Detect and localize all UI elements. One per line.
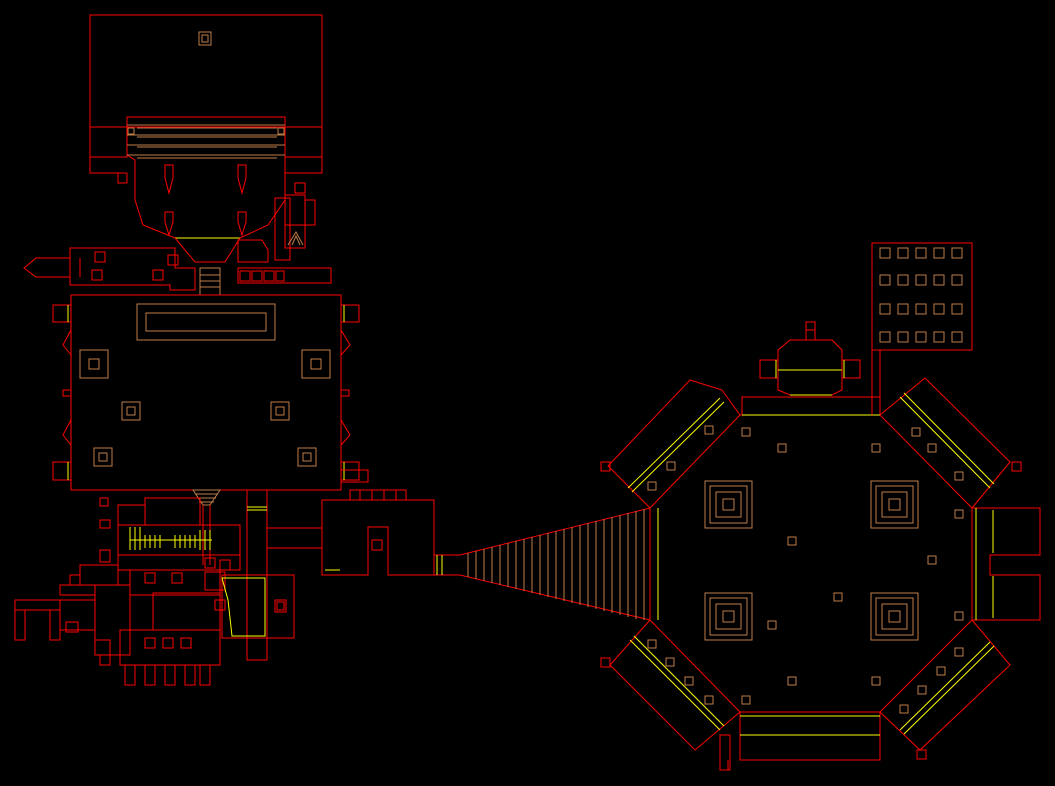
central-hall bbox=[52, 294, 360, 491]
south-complex bbox=[14, 469, 435, 686]
north-hall bbox=[89, 14, 323, 184]
thing-markers bbox=[647, 425, 964, 714]
arena-pillars bbox=[704, 480, 919, 641]
east-annex bbox=[237, 182, 316, 263]
west-corridor bbox=[23, 247, 332, 296]
north-stairs bbox=[126, 116, 286, 263]
north-alcove bbox=[759, 321, 861, 396]
northeast-grid-room bbox=[871, 242, 973, 415]
funnel-corridor bbox=[433, 507, 659, 621]
octagon-arena bbox=[600, 377, 1041, 771]
